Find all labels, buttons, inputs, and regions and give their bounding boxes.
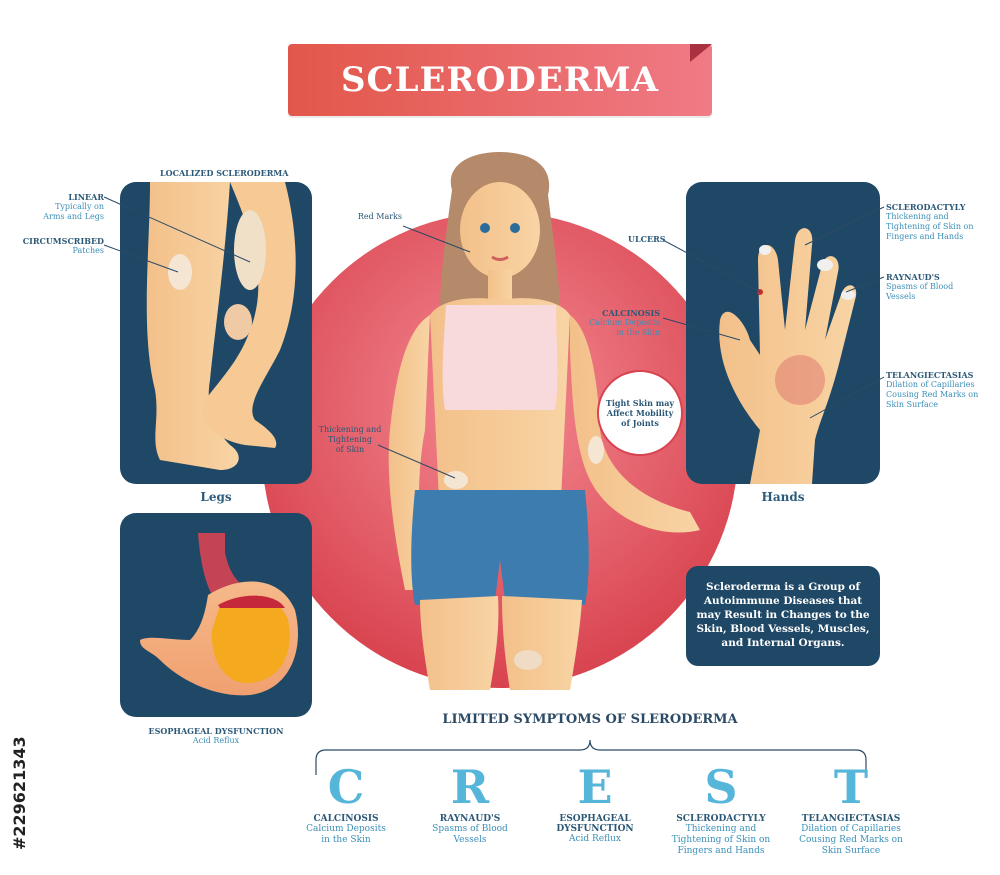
tight-skin-bubble bbox=[597, 370, 683, 456]
crest-name-c: CALCINOSIS bbox=[313, 814, 379, 824]
linear-desc-2: Arms and Legs bbox=[43, 212, 104, 221]
ulcers-label: ULCERS bbox=[628, 234, 666, 244]
thickening-line-2: Tightening bbox=[327, 435, 373, 444]
telangiectasias-desc-2: Cousing Red Marks on bbox=[886, 390, 979, 399]
legs-caption: Legs bbox=[200, 490, 232, 504]
circumscribed-title: CIRCUMSCRIBED bbox=[22, 236, 104, 246]
woman-figure bbox=[388, 152, 700, 690]
stock-id-watermark: #229621343 bbox=[10, 640, 30, 850]
page-title: SCLERODERMA bbox=[341, 60, 659, 100]
crest-desc-c-2: in the Skin bbox=[321, 835, 371, 845]
esophageal-title: ESOPHAGEAL DYSFUNCTION bbox=[148, 726, 284, 736]
raynauds-title: RAYNAUD'S bbox=[886, 272, 940, 282]
hands-caption: Hands bbox=[761, 490, 805, 504]
crest-name-s: SCLERODACTYLY bbox=[676, 814, 766, 824]
tight-skin-line-3: of Joints bbox=[621, 418, 659, 428]
info-text: Scleroderma is a Group of Autoimmune Dis… bbox=[696, 581, 870, 649]
crest-letter-c: C bbox=[327, 760, 365, 814]
esophageal-desc: Acid Reflux bbox=[192, 736, 240, 745]
crest-letter-r: R bbox=[450, 760, 490, 814]
crest-item-t: T TELANGIECTASIAS Dilation of Capillarie… bbox=[786, 760, 916, 857]
info-box bbox=[686, 566, 880, 666]
crest-bracket bbox=[315, 739, 867, 775]
calcinosis-desc-2: in the Skin bbox=[616, 328, 660, 337]
crest-desc-t-1: Dilation of Capillaries bbox=[801, 824, 901, 834]
tight-skin-line-2: Affect Mobility bbox=[606, 408, 674, 418]
crest-desc-c-1: Calcium Deposits bbox=[306, 824, 386, 834]
telangiectasias-desc-3: Skin Surface bbox=[886, 400, 938, 409]
crest-desc-s-2: Tightening of Skin on bbox=[671, 835, 771, 845]
thickening-line-3: of Skin bbox=[335, 445, 365, 454]
crest-letter-t: T bbox=[833, 760, 869, 814]
crest-item-r: R RAYNAUD'S Spasms of Blood Vessels bbox=[410, 760, 530, 846]
sclerodactyly-desc-2: Tightening of Skin on bbox=[886, 222, 974, 231]
sclerodactyly-desc-1: Thickening and bbox=[886, 212, 949, 221]
crest-heading: LIMITED SYMPTOMS OF SLERODERMA bbox=[442, 712, 738, 727]
crest-desc-r-2: Vessels bbox=[453, 835, 487, 845]
raynauds-desc-1: Spasms of Blood bbox=[886, 282, 954, 291]
calcinosis-title: CALCINOSIS bbox=[602, 308, 660, 318]
crest-letter-e: E bbox=[577, 760, 613, 814]
crest-name-e: ESOPHAGEAL DYSFUNCTION bbox=[556, 814, 634, 834]
circumscribed-desc: Patches bbox=[72, 246, 104, 255]
crest-name-r: RAYNAUD'S bbox=[439, 814, 501, 824]
thickening-line-1: Thickening and bbox=[318, 425, 382, 434]
telangiectasias-desc-1: Dilation of Capillaries bbox=[886, 380, 975, 389]
banner-fold bbox=[690, 44, 712, 62]
crest-desc-s-3: Fingers and Hands bbox=[677, 846, 765, 856]
crest-desc-r-1: Spasms of Blood bbox=[432, 824, 508, 834]
raynauds-desc-2: Vessels bbox=[886, 292, 916, 301]
crest-letter-s: S bbox=[704, 760, 738, 814]
stock-id-text: #229621343 bbox=[10, 736, 29, 850]
crest-desc-s-1: Thickening and bbox=[685, 824, 757, 834]
red-marks-label: Red Marks bbox=[357, 212, 402, 221]
crest-desc-t-2: Cousing Red Marks on bbox=[799, 835, 903, 845]
localized-heading: LOCALIZED SCLERODERMA bbox=[160, 168, 289, 178]
title-banner bbox=[288, 44, 712, 116]
linear-title: LINEAR bbox=[68, 192, 104, 202]
crest-desc-t-3: Skin Surface bbox=[821, 846, 881, 856]
crest-item-e: E ESOPHAGEAL DYSFUNCTION Acid Reflux bbox=[520, 760, 670, 845]
crest-desc-e-1: Acid Reflux bbox=[568, 834, 622, 844]
leader-lines bbox=[103, 196, 885, 479]
stomach-drawing bbox=[140, 533, 298, 696]
crest-item-s: S SCLERODACTYLY Thickening and Tightenin… bbox=[656, 760, 786, 857]
legs-drawing bbox=[146, 182, 296, 470]
calcinosis-desc-1: Calcium Deposits bbox=[589, 318, 660, 327]
crest-item-c: C CALCINOSIS Calcium Deposits in the Ski… bbox=[286, 760, 406, 846]
telangiectasias-title: TELANGIECTASIAS bbox=[886, 370, 974, 380]
linear-desc-1: Typically on bbox=[55, 202, 104, 211]
sclerodactyly-desc-3: Fingers and Hands bbox=[886, 232, 964, 241]
sclerodactyly-title: SCLERODACTYLY bbox=[886, 202, 966, 212]
crest-name-t: TELANGIECTASIAS bbox=[801, 814, 901, 824]
hand-drawing bbox=[719, 228, 857, 484]
tight-skin-line-1: Tight Skin may bbox=[605, 398, 675, 408]
